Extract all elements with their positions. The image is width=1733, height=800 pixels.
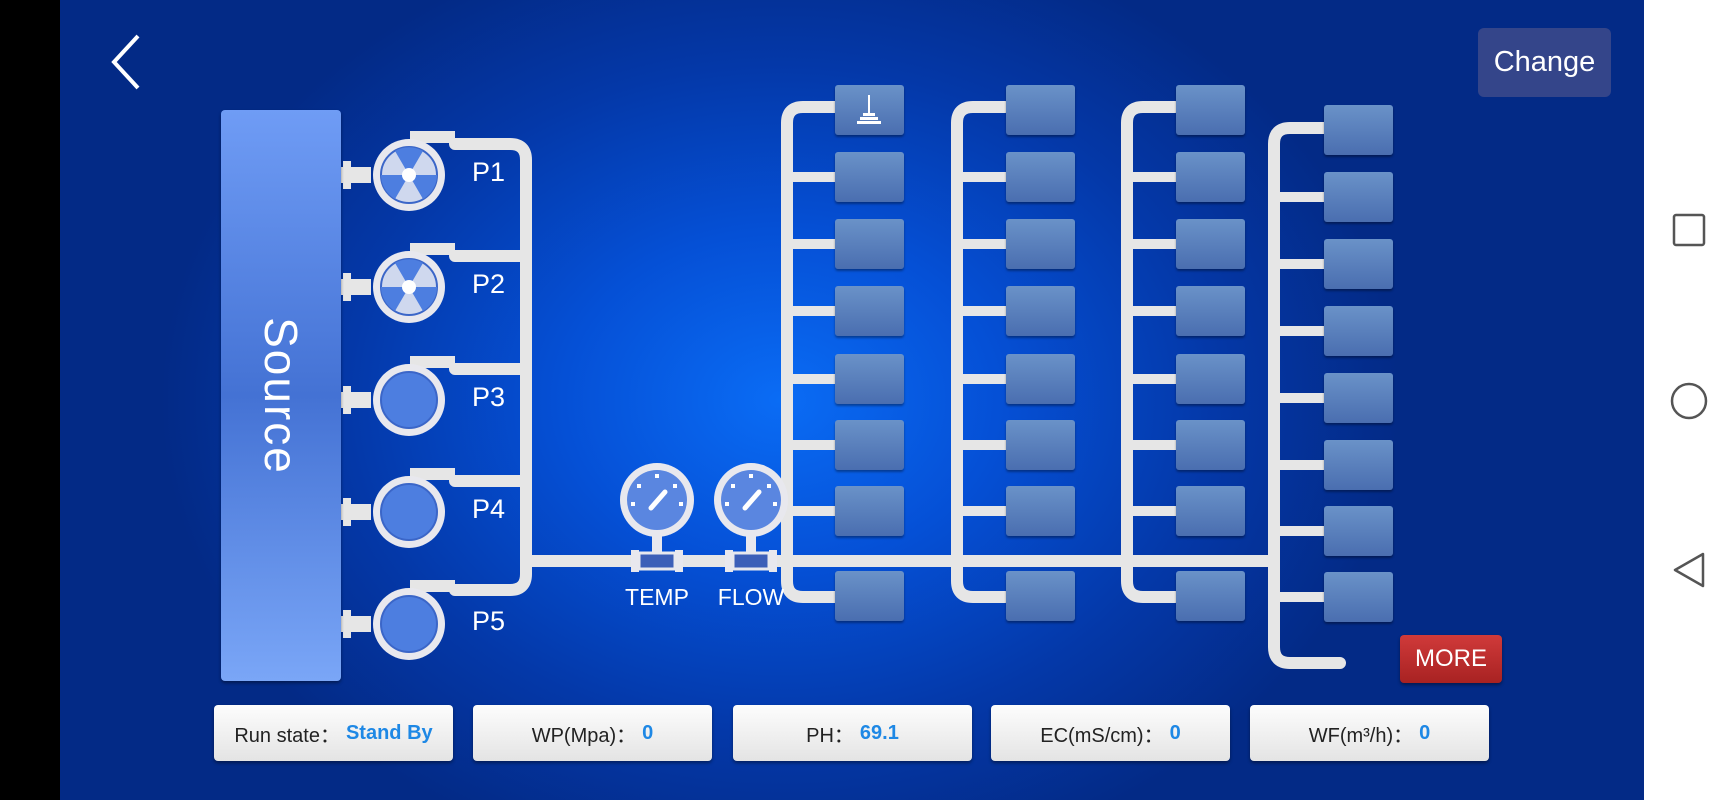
valve-4-1[interactable]	[1324, 105, 1393, 155]
pump-5[interactable]: P5	[369, 586, 505, 662]
valve-1-8[interactable]	[835, 571, 904, 621]
valve-3-7[interactable]	[1176, 486, 1245, 536]
irrigation-diagram: Source P1 P2 P3 P4 P5 TEMP FLOW MORE Cha…	[60, 0, 1644, 800]
status-card: Run state：Stand By	[214, 705, 453, 761]
status-label: PH：	[806, 724, 854, 747]
valve-2-7[interactable]	[1006, 486, 1075, 536]
status-value: 0	[1419, 721, 1431, 744]
sensor-label: FLOW	[717, 584, 785, 610]
valve-1-2[interactable]	[835, 152, 904, 202]
pump-label: P4	[472, 494, 506, 524]
fan-icon	[373, 251, 445, 323]
pipe-network	[341, 101, 1346, 669]
valve-4-6[interactable]	[1324, 440, 1393, 490]
valve-1-1[interactable]	[835, 85, 904, 135]
valve-2-5[interactable]	[1006, 354, 1075, 404]
chevron-left-icon	[111, 34, 140, 90]
pump-icon	[373, 364, 445, 436]
recents-button[interactable]	[1644, 213, 1733, 247]
pump-label: P5	[472, 606, 506, 636]
valve-4-7[interactable]	[1324, 506, 1393, 556]
left-edge	[0, 0, 60, 800]
valve-3-2[interactable]	[1176, 152, 1245, 202]
valve-1-7[interactable]	[835, 486, 904, 536]
pump-1[interactable]: P1	[369, 137, 505, 213]
status-label: WF(m³/h)：	[1308, 724, 1414, 747]
valve-4-5[interactable]	[1324, 373, 1393, 423]
pump-label: P3	[472, 382, 506, 412]
back-nav-button[interactable]	[1644, 551, 1733, 589]
pump-4[interactable]: P4	[369, 474, 505, 550]
square-icon	[1672, 213, 1705, 247]
status-card: WF(m³/h)：0	[1250, 705, 1489, 761]
valve-2-6[interactable]	[1006, 420, 1075, 470]
valve-2-1[interactable]	[1006, 85, 1075, 135]
status-card: PH：69.1	[733, 705, 972, 761]
status-value: 0	[1169, 721, 1181, 744]
sprinkler-icon	[857, 95, 881, 124]
valve-2-4[interactable]	[1006, 286, 1075, 336]
change-button[interactable]: Change	[1478, 28, 1611, 97]
valve-1-4[interactable]	[835, 286, 904, 336]
triangle-back-icon	[1673, 552, 1704, 588]
valve-4-8[interactable]	[1324, 572, 1393, 622]
valve-1-5[interactable]	[835, 354, 904, 404]
gauge-icon	[620, 463, 694, 572]
status-value: 69.1	[859, 721, 899, 744]
pump-3[interactable]: P3	[369, 362, 505, 438]
water-source-tank: Source	[221, 110, 341, 681]
pump-icon	[373, 476, 445, 548]
gauge-icon	[714, 463, 788, 572]
pump-2[interactable]: P2	[369, 249, 505, 325]
pump-label: P1	[472, 157, 506, 187]
valve-3-6[interactable]	[1176, 420, 1245, 470]
pump-icon	[373, 588, 445, 660]
status-card: WP(Mpa)：0	[473, 705, 712, 761]
status-label: WP(Mpa)：	[531, 724, 637, 747]
fan-icon	[373, 139, 445, 211]
valve-2-3[interactable]	[1006, 219, 1075, 269]
pump-label: P2	[472, 269, 506, 299]
valve-4-4[interactable]	[1324, 306, 1393, 356]
more-button[interactable]: MORE	[1400, 635, 1502, 683]
valve-4-2[interactable]	[1324, 172, 1393, 222]
status-value: Stand By	[345, 721, 433, 744]
status-label: Run state：	[234, 724, 340, 747]
status-card: EC(mS/cm)：0	[991, 705, 1230, 761]
valve-2-8[interactable]	[1006, 571, 1075, 621]
sensor-label: TEMP	[625, 584, 689, 610]
status-value: 0	[642, 721, 654, 744]
home-button[interactable]	[1644, 382, 1733, 420]
sensor-flow[interactable]: FLOW	[711, 462, 791, 622]
valve-1-3[interactable]	[835, 219, 904, 269]
android-nav-bar	[1644, 0, 1733, 800]
valve-4-3[interactable]	[1324, 239, 1393, 289]
source-label: Source	[255, 316, 307, 475]
valve-2-2[interactable]	[1006, 152, 1075, 202]
valve-3-5[interactable]	[1176, 354, 1245, 404]
valve-3-8[interactable]	[1176, 571, 1245, 621]
status-label: EC(mS/cm)：	[1040, 724, 1164, 747]
sensor-temp[interactable]: TEMP	[617, 462, 697, 622]
valve-3-1[interactable]	[1176, 85, 1245, 135]
back-button[interactable]	[108, 32, 148, 92]
valve-1-6[interactable]	[835, 420, 904, 470]
circle-icon	[1670, 382, 1707, 420]
valve-3-3[interactable]	[1176, 219, 1245, 269]
valve-3-4[interactable]	[1176, 286, 1245, 336]
